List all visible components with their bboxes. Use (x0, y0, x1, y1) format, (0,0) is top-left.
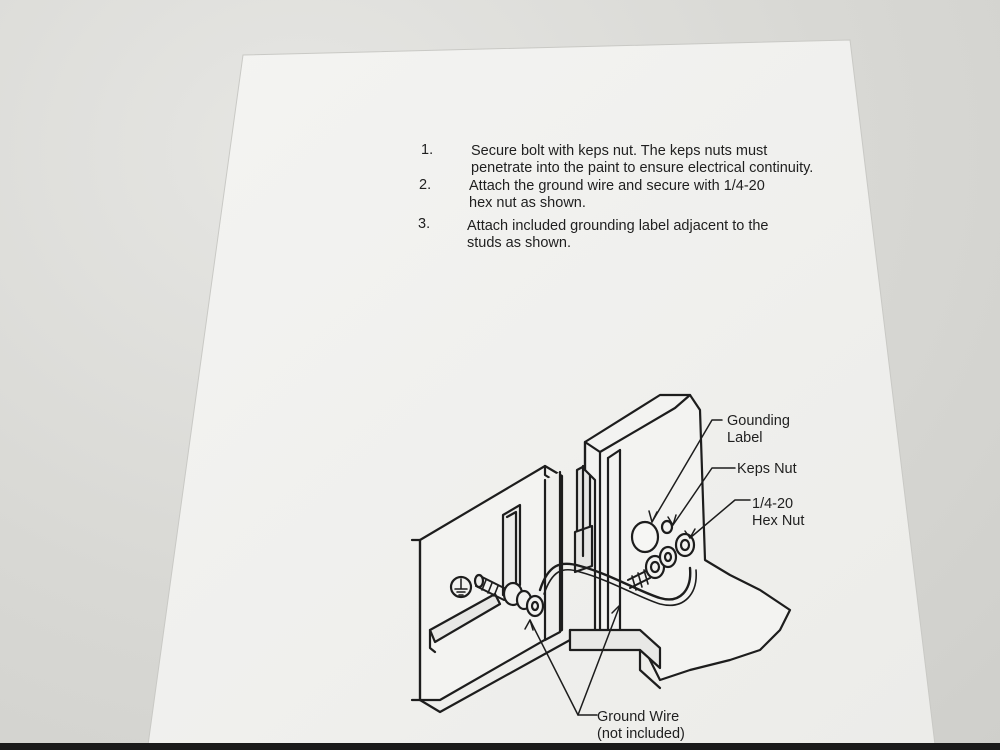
ground-symbol-icon (449, 575, 473, 599)
ground-wire (538, 562, 697, 607)
left-bolt (473, 573, 545, 618)
keps-nut-callout: Keps Nut (737, 461, 797, 477)
instruction-number-1: 1. (421, 142, 434, 158)
left-panel (410, 464, 572, 714)
hinge (543, 461, 594, 642)
grounding-label-callout: Gounding Label (727, 413, 790, 446)
grounding-label-circle (630, 520, 660, 554)
ground-wire-callout: Ground Wire (not included) (597, 709, 685, 742)
instruction-text-2: Attach the ground wire and secure with 1… (469, 178, 765, 211)
instruction-text-1: Secure bolt with keps nut. The keps nuts… (471, 143, 814, 176)
right-studs (627, 519, 696, 591)
instruction-number-3: 3. (418, 216, 431, 232)
hex-nut-callout: 1/4-20 Hex Nut (752, 496, 805, 529)
instruction-text-3: Attach included grounding label adjacent… (467, 218, 769, 251)
bottom-edge-bar (0, 743, 1000, 750)
instruction-number-2: 2. (419, 177, 432, 193)
callout-leaders (524, 419, 751, 716)
